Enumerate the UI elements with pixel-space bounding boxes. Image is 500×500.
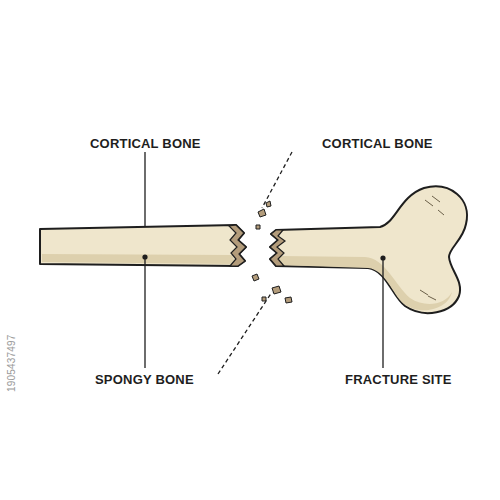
right-bone-with-knob (270, 186, 467, 313)
leader-line (262, 152, 292, 208)
part-label: CORTICAL BONE (90, 136, 201, 151)
leader-line (382, 258, 383, 368)
left-bone-shaft (40, 225, 246, 266)
right-fracture-surface (270, 230, 285, 266)
left-fracture-surface (229, 225, 246, 266)
leader-line (144, 257, 145, 368)
leader-dot (380, 255, 385, 260)
bone-fragments (252, 201, 292, 303)
fragment (252, 274, 259, 281)
watermark-number: 1905437497 (6, 334, 17, 392)
leader-lines (145, 152, 383, 374)
fragment (258, 209, 266, 217)
knob-hatching (420, 196, 444, 300)
leader-line (144, 152, 145, 227)
part-label: CORTICAL BONE (322, 136, 433, 151)
left-bone-shade (42, 254, 236, 264)
fragment (266, 201, 271, 207)
fragment (256, 225, 260, 229)
part-label: SPONGY BONE (95, 372, 194, 387)
fragment (262, 297, 266, 301)
part-label: FRACTURE SITE (345, 372, 452, 387)
fragment (285, 297, 292, 303)
right-bone-shade (278, 256, 452, 310)
fragment (272, 286, 281, 294)
leader-line (218, 292, 272, 374)
leader-dot (142, 254, 147, 259)
